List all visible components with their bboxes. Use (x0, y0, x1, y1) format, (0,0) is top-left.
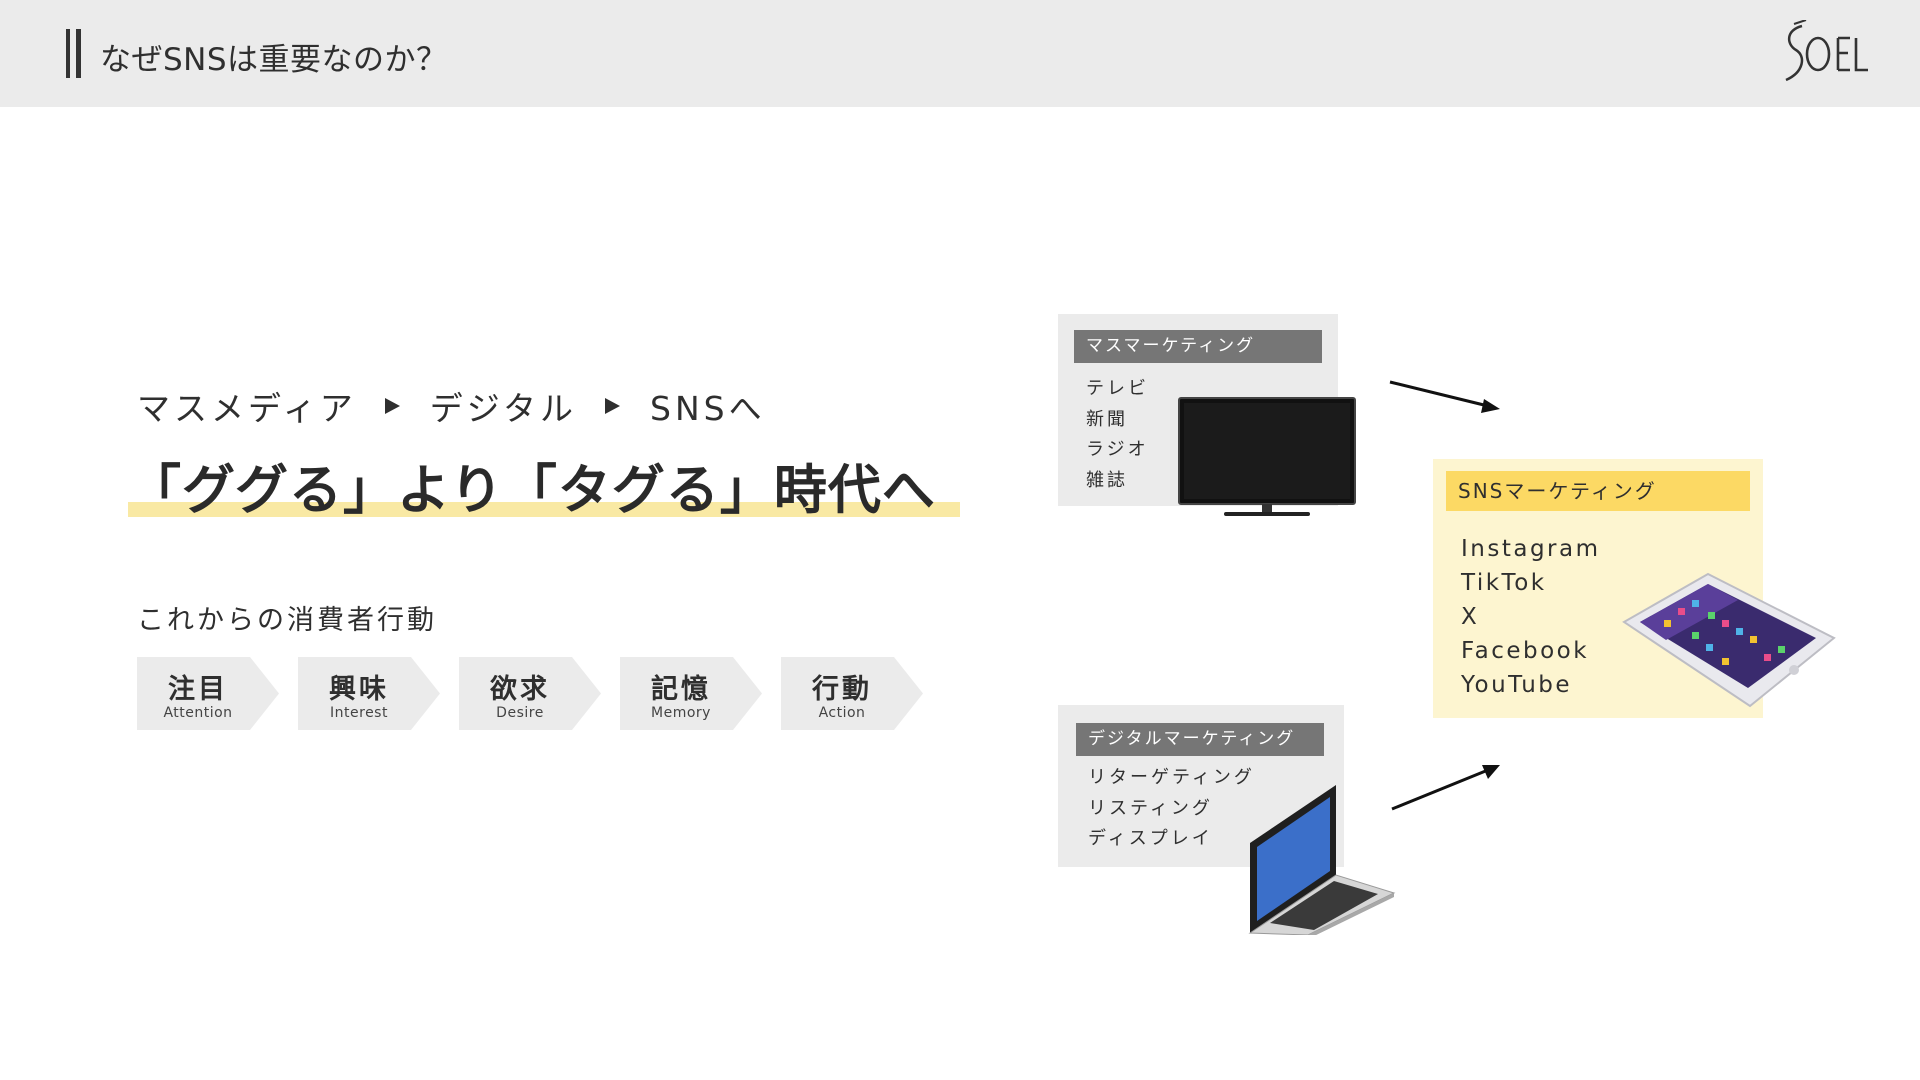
list-item: Instagram (1461, 536, 1601, 562)
list-item: 新聞 (1086, 408, 1128, 430)
list-item: YouTube (1461, 672, 1573, 698)
digital-marketing-list: リターゲティング リスティング ディスプレイ (1088, 763, 1255, 855)
triangle-arrow-icon (605, 398, 621, 414)
behavior-steps: 注目 Attention 興味 Interest 欲求 Desire 記憶 Me… (137, 657, 927, 730)
step-sublabel: Desire (496, 705, 544, 721)
mass-marketing-label: マスマーケティング (1074, 330, 1322, 363)
behavior-title: これからの消費者行動 (137, 605, 437, 636)
arrow-icon (1389, 380, 1500, 413)
list-item: リターゲティング (1088, 767, 1255, 788)
sns-marketing-label: SNSマーケティング (1446, 471, 1750, 511)
list-item: リスティング (1088, 797, 1213, 819)
digital-marketing-label: デジタルマーケティング (1076, 723, 1324, 756)
evolution-step-mass-media: マスメディア (137, 389, 357, 428)
step-label: 欲求 (490, 674, 550, 705)
step-sublabel: Memory (651, 705, 711, 721)
list-item: テレビ (1086, 378, 1149, 399)
triangle-arrow-icon (384, 398, 400, 414)
step-sublabel: Action (818, 705, 866, 721)
soel-logo (1785, 20, 1868, 82)
headline-highlight (128, 502, 960, 517)
page-title: なぜSNSは重要なのか？ (100, 42, 448, 78)
headline: 「ググる」より「タグる」時代へ (128, 460, 936, 521)
step-action: 行動 Action (781, 657, 923, 730)
header-bar: なぜSNSは重要なのか？ (0, 0, 1920, 107)
list-item: Facebook (1461, 638, 1590, 664)
step-label: 興味 (329, 674, 389, 705)
step-label: 記憶 (651, 674, 711, 705)
list-item: TikTok (1461, 570, 1547, 596)
step-label: 注目 (168, 674, 228, 705)
television-icon (1178, 397, 1356, 516)
smartphone-icon (1622, 572, 1836, 708)
list-item: ディスプレイ (1088, 828, 1213, 849)
arrow-icon (1391, 765, 1500, 811)
list-item: X (1461, 604, 1480, 630)
media-evolution: マスメディア デジタル SNSへ (137, 386, 766, 428)
evolution-step-sns: SNSへ (650, 389, 766, 428)
laptop-icon (1248, 785, 1396, 935)
list-item: ラジオ (1086, 439, 1149, 460)
step-interest: 興味 Interest (298, 657, 440, 730)
mass-marketing-list: テレビ 新聞 ラジオ 雑誌 (1086, 374, 1149, 496)
sns-marketing-list: Instagram TikTok X Facebook YouTube (1461, 532, 1601, 702)
step-attention: 注目 Attention (137, 657, 279, 730)
headline-block: 「ググる」より「タグる」時代へ (128, 448, 960, 521)
title-accent-bars (66, 29, 82, 78)
step-memory: 記憶 Memory (620, 657, 762, 730)
step-label: 行動 (812, 674, 872, 705)
evolution-step-digital: デジタル (429, 389, 578, 428)
step-sublabel: Attention (163, 705, 233, 721)
list-item: 雑誌 (1086, 469, 1128, 491)
step-desire: 欲求 Desire (459, 657, 601, 730)
step-sublabel: Interest (330, 705, 388, 721)
